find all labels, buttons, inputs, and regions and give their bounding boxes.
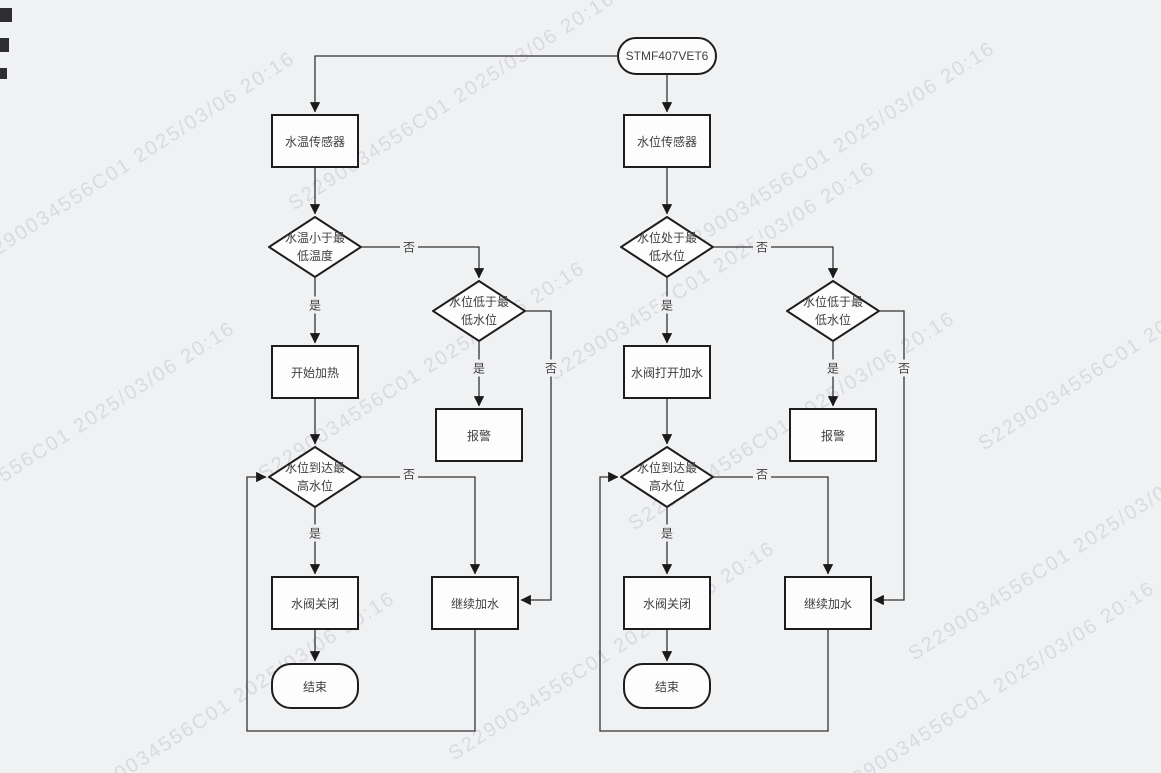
node-valve-close-right[interactable]: 水阀关闭 xyxy=(623,576,711,630)
node-label: 开始加热 xyxy=(290,365,339,380)
decision-label-line1: 水位低于最 xyxy=(802,295,863,309)
decision-level-at-min[interactable]: 水位处于最 低水位 xyxy=(620,216,714,278)
edge-label-no: 否 xyxy=(541,359,561,377)
edge-start-to-temp-sensor xyxy=(309,55,617,113)
node-label: 水阀打开加水 xyxy=(630,365,703,380)
decision-label-line1: 水位处于最 xyxy=(636,231,697,245)
node-label: 继续加水 xyxy=(803,596,852,611)
node-label: 水位传感器 xyxy=(636,134,697,149)
left-edge-artifact xyxy=(0,38,9,52)
edge-lowcheckl-no-continue xyxy=(520,310,552,606)
node-label: 报警 xyxy=(820,428,845,443)
left-edge-artifact xyxy=(0,8,12,22)
edge-tempcheck-no-lowcheck xyxy=(362,246,485,279)
node-water-temp-sensor[interactable]: 水温传感器 xyxy=(271,114,359,168)
edge-label-no: 否 xyxy=(399,465,419,483)
edge-label-yes: 是 xyxy=(657,524,677,542)
edge-label-no: 否 xyxy=(894,359,914,377)
decision-label-line1: 水位到达最 xyxy=(284,461,345,475)
node-water-level-sensor[interactable]: 水位传感器 xyxy=(623,114,711,168)
edge-label-no: 否 xyxy=(399,238,419,256)
edge-label-yes: 是 xyxy=(823,359,843,377)
edge-continuer-loop xyxy=(599,471,829,732)
edge-label-no: 否 xyxy=(752,465,772,483)
decision-label-line2: 低水位 xyxy=(460,313,497,327)
node-continue-fill-right[interactable]: 继续加水 xyxy=(784,576,872,630)
node-label: 水阀关闭 xyxy=(290,596,339,611)
edge-label-yes: 是 xyxy=(469,359,489,377)
node-start-heating[interactable]: 开始加热 xyxy=(271,345,359,399)
decision-label-line2: 低水位 xyxy=(648,249,685,263)
node-label: 水温传感器 xyxy=(284,134,345,149)
edge-levelcheck-no-lowcheck xyxy=(714,246,839,279)
node-continue-fill-left[interactable]: 继续加水 xyxy=(431,576,519,630)
decision-level-reached-max-left[interactable]: 水位到达最 高水位 xyxy=(268,446,362,508)
decision-label-line2: 低温度 xyxy=(296,249,333,263)
node-alarm-left[interactable]: 报警 xyxy=(435,408,523,462)
decision-label-line1: 水位低于最 xyxy=(448,295,509,309)
node-label: 报警 xyxy=(466,428,491,443)
decision-level-below-min-left[interactable]: 水位低于最 低水位 xyxy=(432,280,526,342)
node-valve-close-left[interactable]: 水阀关闭 xyxy=(271,576,359,630)
decision-label-line2: 低水位 xyxy=(814,313,851,327)
edge-continuel-loop xyxy=(246,471,476,732)
node-end-left[interactable]: 结束 xyxy=(271,663,359,709)
edge-lowcheckr-no-continue xyxy=(873,310,905,606)
edge-label-yes: 是 xyxy=(657,296,677,314)
edge-highcheckl-no-continue xyxy=(362,476,481,575)
decision-level-below-min-right[interactable]: 水位低于最 低水位 xyxy=(786,280,880,342)
node-alarm-right[interactable]: 报警 xyxy=(789,408,877,462)
node-label: 继续加水 xyxy=(450,596,499,611)
left-edge-artifact xyxy=(0,68,7,79)
decision-label-line1: 水温小于最 xyxy=(284,231,345,245)
decision-label-line2: 高水位 xyxy=(648,479,685,493)
node-label: 结束 xyxy=(654,679,679,694)
edge-label-yes: 是 xyxy=(305,524,325,542)
edge-label-no: 否 xyxy=(752,238,772,256)
node-label: 水阀关闭 xyxy=(642,596,691,611)
node-start-label: STMF407VET6 xyxy=(625,49,709,63)
edge-highcheckr-no-continue xyxy=(714,476,834,575)
decision-label-line2: 高水位 xyxy=(296,479,333,493)
node-start[interactable]: STMF407VET6 xyxy=(617,37,717,75)
decision-temp-below-min[interactable]: 水温小于最 低温度 xyxy=(268,216,362,278)
node-valve-open-fill[interactable]: 水阀打开加水 xyxy=(623,345,711,399)
node-end-right[interactable]: 结束 xyxy=(623,663,711,709)
node-label: 结束 xyxy=(302,679,327,694)
decision-level-reached-max-right[interactable]: 水位到达最 高水位 xyxy=(620,446,714,508)
edge-label-yes: 是 xyxy=(305,296,325,314)
decision-label-line1: 水位到达最 xyxy=(636,461,697,475)
